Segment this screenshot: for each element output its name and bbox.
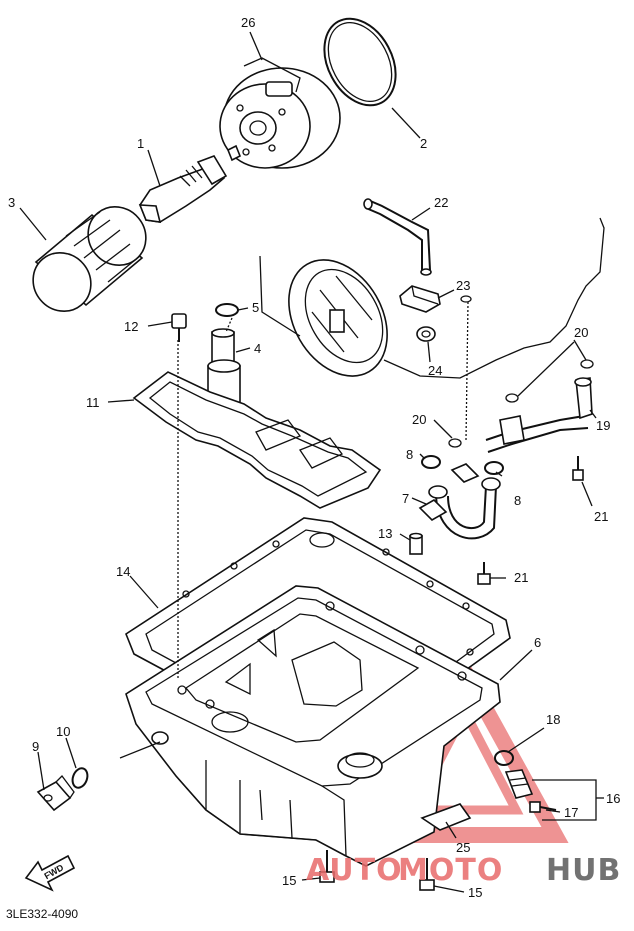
part-o-rings-8 [421, 455, 504, 475]
callout-13: 13 [378, 526, 392, 541]
part-o-ring-5 [215, 303, 239, 317]
part-o-rings-20 [448, 295, 594, 448]
part-o-ring-large [323, 17, 397, 107]
callout-9: 9 [32, 739, 39, 754]
watermark-wordmark: AUTO MOTO HUB [306, 853, 621, 888]
part-bolts-21 [477, 456, 584, 585]
part-gasket-10 [71, 767, 89, 789]
callout-19: 19 [596, 418, 610, 433]
callout-26: 26 [241, 15, 255, 30]
part-union-bolt [138, 155, 228, 223]
drawing-code: 3LE332-4090 [6, 907, 78, 921]
part-bolts-15 [319, 850, 435, 891]
callout-25: 25 [456, 840, 470, 855]
callout-23: 23 [456, 278, 470, 293]
watermark-auto: AUTO [306, 853, 403, 888]
callout-24: 24 [428, 363, 442, 378]
part-drain-bolt-9 [36, 775, 75, 812]
callout-6: 6 [534, 635, 541, 650]
part-cover-25 [420, 803, 472, 831]
callout-12: 12 [124, 319, 138, 334]
part-oil-pipe [363, 198, 432, 276]
part-oil-pipe-7 [418, 463, 501, 540]
part-strainer-disc [288, 259, 388, 377]
callout-15b: 15 [468, 885, 482, 900]
callout-20b: 20 [412, 412, 426, 427]
callout-8a: 8 [406, 447, 413, 462]
callout-5: 5 [252, 300, 259, 315]
callout-16: 16 [606, 791, 620, 806]
part-oil-pipe-19 [485, 377, 593, 453]
part-bolt-17 [529, 801, 557, 813]
callout-22: 22 [434, 195, 448, 210]
callout-2: 2 [420, 136, 427, 151]
part-oil-cooler-housing [219, 57, 341, 169]
callout-4: 4 [254, 341, 261, 356]
callout-14: 14 [116, 564, 130, 579]
callout-11: 11 [86, 395, 100, 410]
engine-case-outline [259, 217, 605, 379]
callout-7: 7 [402, 491, 409, 506]
fwd-arrow-icon: FWD [24, 854, 76, 892]
callout-18: 18 [546, 712, 560, 727]
callout-15a: 15 [282, 873, 296, 888]
part-oil-pan-6 [125, 585, 501, 867]
callout-8b: 8 [514, 493, 521, 508]
part-bracket-23 [399, 285, 441, 313]
callout-21a: 21 [594, 509, 608, 524]
part-oil-filter [32, 206, 147, 312]
callout-20a: 20 [574, 325, 588, 340]
leader-lines [19, 31, 604, 893]
part-gasket-plate-11 [132, 371, 382, 509]
part-washer-24 [416, 326, 436, 342]
part-oil-level-switch-18 [494, 750, 534, 799]
callout-1: 1 [137, 136, 144, 151]
callout-3: 3 [8, 195, 15, 210]
part-bolt-12 [171, 313, 187, 342]
part-dowel-13 [409, 532, 423, 555]
callout-21b: 21 [514, 570, 528, 585]
watermark-moto: MOTO [398, 853, 503, 888]
callout-labels: 26 2 1 3 22 23 5 12 4 24 11 20 20 20 8 8… [8, 15, 620, 900]
callout-17: 17 [564, 805, 578, 820]
callout-10: 10 [56, 724, 70, 739]
watermark-hub: HUB [546, 853, 621, 888]
